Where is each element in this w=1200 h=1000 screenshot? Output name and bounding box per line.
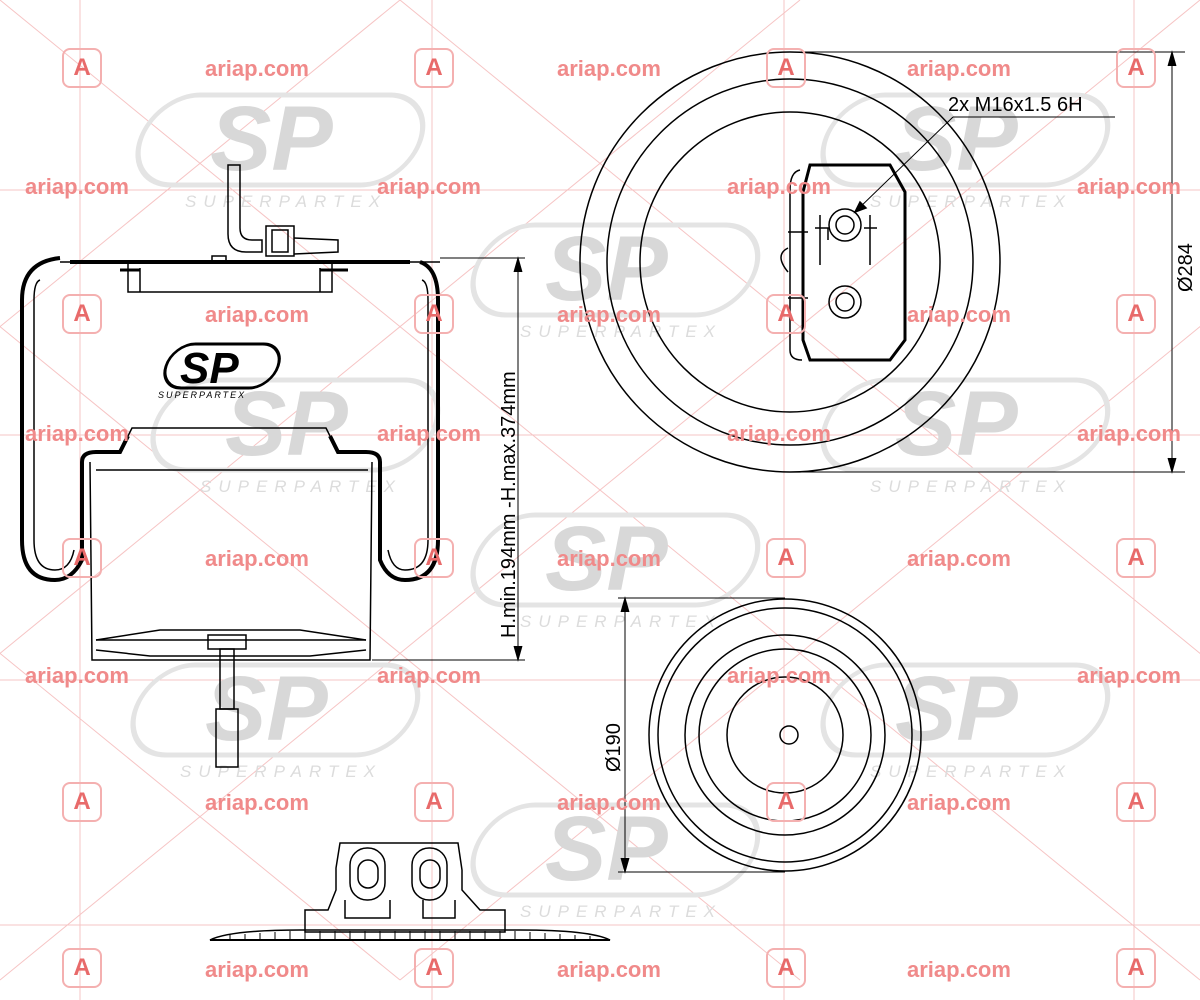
watermark-site-text: ariap.com xyxy=(1077,663,1181,688)
watermark-badge: A xyxy=(1116,294,1156,334)
sp-logo-mark: SP xyxy=(180,344,239,393)
bracket-detail xyxy=(209,842,611,941)
thread-callout: 2x M16x1.5 6H xyxy=(948,94,1083,116)
watermark-site-text: ariap.com xyxy=(25,421,129,446)
watermark-badge: A xyxy=(414,294,454,334)
watermark-site-text: ariap.com xyxy=(205,790,309,815)
watermark-badge: A xyxy=(414,782,454,822)
watermark-site-text: ariap.com xyxy=(377,663,481,688)
watermark-site-text: ariap.com xyxy=(557,790,661,815)
watermark-badge: A xyxy=(1116,782,1156,822)
watermark-site-text: ariap.com xyxy=(205,957,309,982)
watermark-badge: A xyxy=(62,948,102,988)
watermark-site-text: ariap.com xyxy=(205,56,309,81)
watermark-badge: A xyxy=(766,294,806,334)
watermark-badge: A xyxy=(1116,538,1156,578)
watermark-badge: A xyxy=(62,294,102,334)
watermark-badge: A xyxy=(414,948,454,988)
watermark-badge: A xyxy=(766,538,806,578)
height-dimension xyxy=(372,256,525,662)
watermark-badge: A xyxy=(1116,48,1156,88)
watermark-badge: A xyxy=(414,538,454,578)
side-view xyxy=(20,164,440,768)
watermark-badge: A xyxy=(1116,948,1156,988)
watermark-site-text: ariap.com xyxy=(1077,174,1181,199)
bottom-view xyxy=(648,598,922,872)
watermark-site-text: ariap.com xyxy=(907,546,1011,571)
base-diameter-dimension xyxy=(618,596,785,874)
watermark-badge: A xyxy=(766,782,806,822)
height-dimension-label: H.min.194mm -H.max.374mm xyxy=(498,371,520,638)
watermark-site-text: ariap.com xyxy=(557,302,661,327)
watermark-site-text: ariap.com xyxy=(907,56,1011,81)
watermark-site-text: ariap.com xyxy=(727,174,831,199)
watermark-site-text: ariap.com xyxy=(25,174,129,199)
watermark-site-text: ariap.com xyxy=(907,957,1011,982)
watermark-badge: A xyxy=(766,48,806,88)
watermark-site-text: ariap.com xyxy=(727,421,831,446)
watermark-badge: A xyxy=(414,48,454,88)
watermark-site-text: ariap.com xyxy=(377,174,481,199)
outer-diameter-label: Ø284 xyxy=(1175,243,1197,292)
watermark-site-text: ariap.com xyxy=(727,663,831,688)
watermark-site-text: ariap.com xyxy=(557,546,661,571)
watermark-site-text: ariap.com xyxy=(907,790,1011,815)
watermark-site-text: ariap.com xyxy=(1077,421,1181,446)
watermark-site-text: ariap.com xyxy=(557,56,661,81)
watermark-site-text: ariap.com xyxy=(377,421,481,446)
watermark-badge: A xyxy=(766,948,806,988)
watermark-site-text: ariap.com xyxy=(205,546,309,571)
watermark-badge: A xyxy=(62,782,102,822)
watermark-site-text: ariap.com xyxy=(557,957,661,982)
base-diameter-label: Ø190 xyxy=(603,723,625,772)
watermark-badge: A xyxy=(62,538,102,578)
sp-logo-tagline: SUPERPARTEX xyxy=(158,390,246,400)
watermark-badge: A xyxy=(62,48,102,88)
watermark-site-text: ariap.com xyxy=(907,302,1011,327)
watermark-site-text: ariap.com xyxy=(205,302,309,327)
watermark-site-text: ariap.com xyxy=(25,663,129,688)
sp-logo: SP SUPERPARTEX xyxy=(158,342,281,400)
